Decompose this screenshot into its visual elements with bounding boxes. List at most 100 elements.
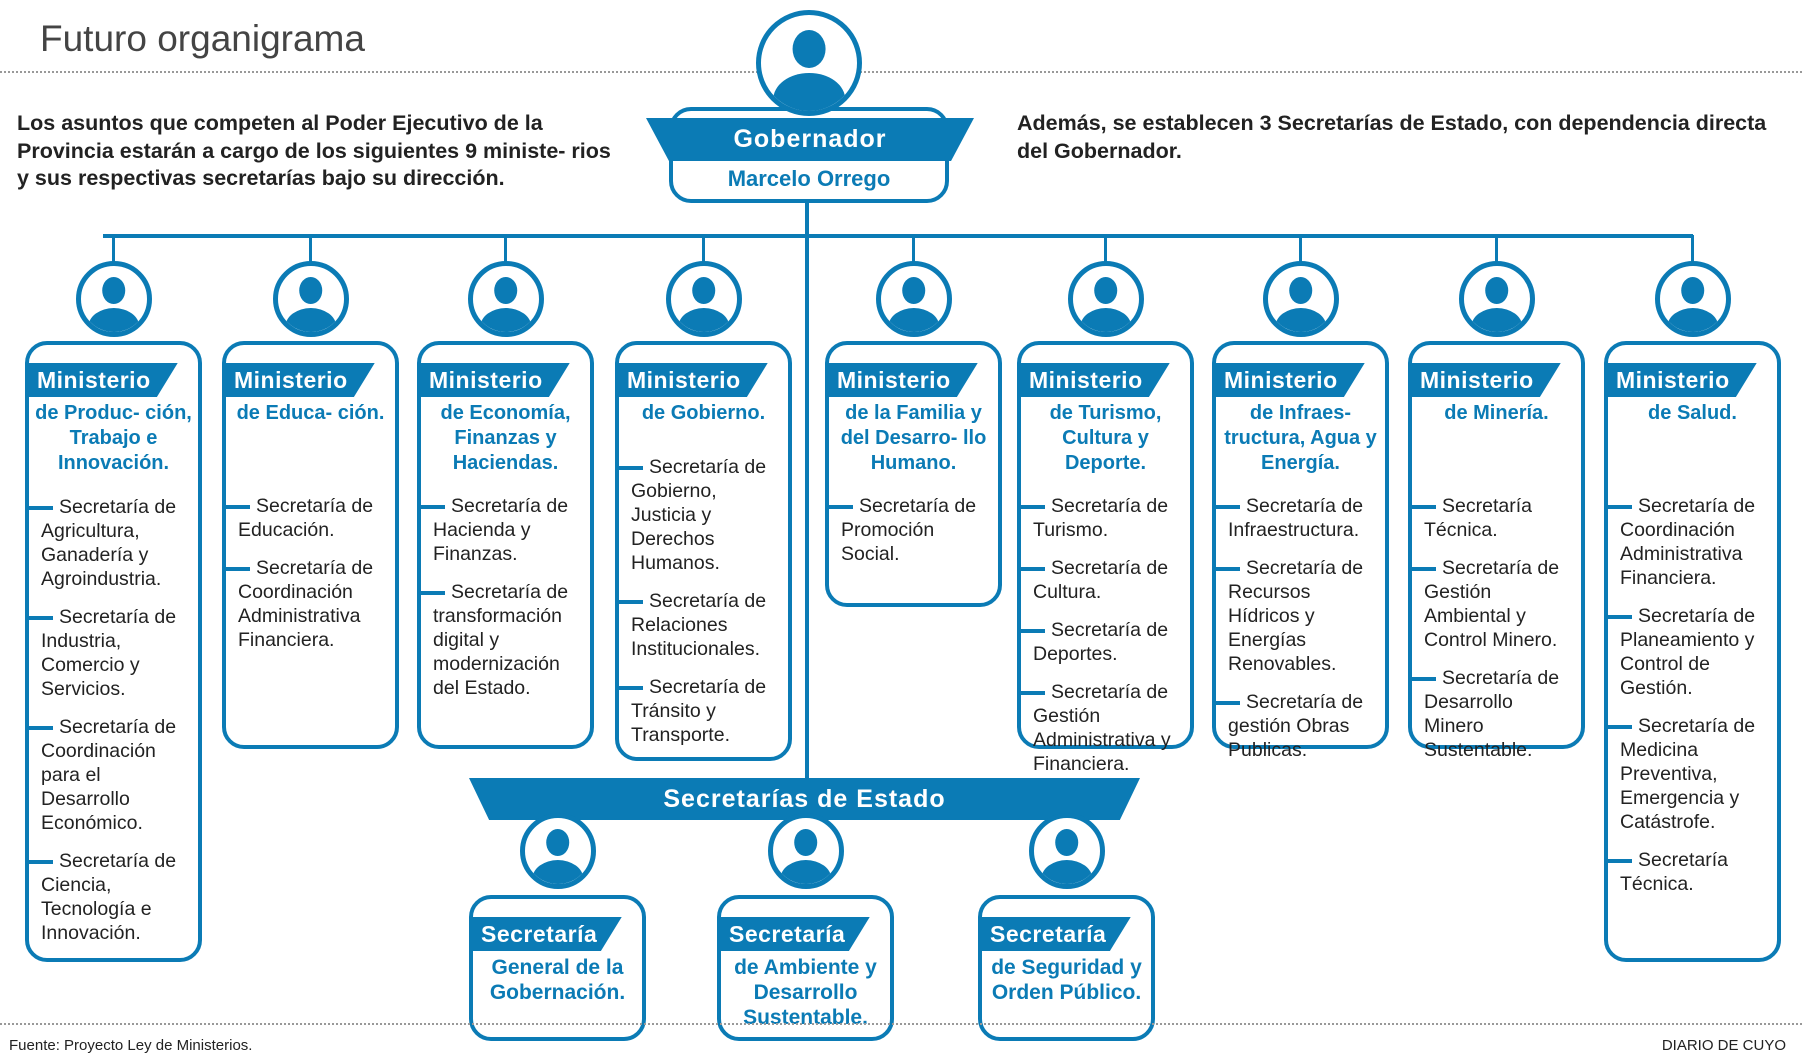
secretaria-estado-box: Secretaría de Ambiente y Desarrollo Sust… [717,895,894,1041]
secretaria-item: Secretaría de Educación. [226,494,391,542]
person-avatar-icon [272,261,349,337]
secretaria-item: Secretaría de Industria, Comercio y Serv… [29,605,194,701]
secretaria-item: Secretaría de Hacienda y Finanzas. [421,494,586,566]
secretaria-list: Secretaría de Gobierno, Justicia y Derec… [619,455,784,761]
secretaria-item: Secretaría de Coordinación Administrativ… [1608,494,1773,590]
secretaria-item: Secretaría de Infraestructura. [1216,494,1381,542]
secretaria-list: Secretaría de Educación. Secretaría de Co… [226,494,391,666]
secretaria-item: Secretaría de Relaciones Institucionales… [619,589,784,661]
ministry-connector [309,235,312,265]
top-divider [0,71,1802,73]
governor-label: Gobernador [646,118,974,161]
ministry-label: Ministerio [619,363,768,397]
ministry-title: de Turismo, Cultura y Deporte. [1049,402,1162,474]
secretaria-item: Secretaría Técnica. [1608,848,1773,896]
secretaria-estado-title: de Seguridad y Orden Público. [991,956,1142,1004]
ministry-connector [702,235,705,265]
ministry-connector [912,235,915,265]
person-avatar-icon [875,261,952,337]
person-avatar-icon [1458,261,1535,337]
secretaria-list: Secretaría de Agricultura, Ganadería y A… [29,495,194,959]
person-avatar-icon [756,10,862,116]
ministry-label: Ministerio [226,363,375,397]
trunk-connector [805,195,809,781]
secretaria-estado-title: General de la Gobernación. [489,956,626,1004]
ministry-connector [1691,235,1694,265]
secretaria-item: Secretaría de Deportes. [1021,618,1186,666]
ministry-title: de Minería. [1444,402,1549,424]
ministry-title: de Educa- ción. [236,402,385,424]
person-avatar-icon [1067,261,1144,337]
secretaria-estado-box: Secretaría de Seguridad y Orden Público. [978,895,1155,1041]
secretaria-estado-title: de Ambiente y Desarrollo Sustentable. [734,956,877,1029]
ministry-label: Ministerio [1608,363,1757,397]
secretaria-item: Secretaría de Recursos Hídricos y Energí… [1216,556,1381,676]
ministry-connector [1495,235,1498,265]
person-avatar-icon [767,813,844,889]
person-avatar-icon [75,261,152,337]
ministry-label: Ministerio [829,363,978,397]
ministry-title: de Salud. [1648,402,1737,424]
secretaria-item: Secretaría de Cultura. [1021,556,1186,604]
governor-name: Marcelo Orrego [727,166,891,191]
secretaria-item: Secretaría de Desarrollo Minero Sustenta… [1412,666,1577,762]
secretaria-item: Secretaría de Gobierno, Justicia y Derec… [619,455,784,575]
secretaria-item: Secretaría de Gestión Ambiental y Contro… [1412,556,1577,652]
ministry-title: de la Familia y del Desarro- llo Humano. [840,402,987,474]
ministry-label: Ministerio [1412,363,1561,397]
ministry-box: Ministerio de Minería. Secretaría Técnic… [1408,341,1585,761]
ministry-box: Ministerio de la Familia y del Desarro- … [825,341,1002,607]
secretaria-item: Secretaría de Coordinación Administrativ… [226,556,391,652]
ministry-title: de Gobierno. [641,402,766,424]
ministry-connector [504,235,507,265]
ministry-box: Ministerio de Gobierno. Secretaría de Go… [615,341,792,761]
ministry-connector [112,235,115,265]
ministry-label: Ministerio [421,363,570,397]
secretaria-item: Secretaría de Turismo. [1021,494,1186,542]
secretaria-estado-label: Secretaría [721,917,870,951]
ministry-connector [1104,235,1107,265]
person-avatar-icon [1654,261,1731,337]
person-avatar-icon [519,813,596,889]
brand-credit: DIARIO DE CUYO [1661,1037,1786,1054]
secretaria-list: Secretaría de Coordinación Administrativ… [1608,494,1773,910]
intro-right: Además, se establecen 3 Secretarías de E… [1017,111,1767,163]
secretaria-item: Secretaría de Medicina Preventiva, Emerg… [1608,714,1773,834]
ministry-title: de Infraes- tructura, Agua y Energía. [1224,402,1377,474]
ministry-box: Ministerio de Salud. Secretaría de Coord… [1604,341,1781,962]
secretaria-item: Secretaría de Planeamiento y Control de … [1608,604,1773,700]
secretaria-list: Secretaría de Promoción Social. [829,494,994,580]
secretaria-list: Secretaría de Hacienda y Finanzas.Secret… [421,494,586,714]
ministry-label: Ministerio [1021,363,1170,397]
ministry-box: Ministerio de Turismo, Cultura y Deporte… [1017,341,1194,775]
secretaria-item: Secretaría de Agricultura, Ganadería y A… [29,495,194,591]
source-note: Fuente: Proyecto Ley de Ministerios. [9,1037,253,1054]
ministries-connector [103,234,1693,238]
person-avatar-icon [665,261,742,337]
ministry-title: de Produc- ción, Trabajo e Innovación. [35,402,192,474]
intro-left: Los asuntos que competen al Poder Ejecut… [17,111,611,190]
secretaria-list: Secretaría Técnica. Secretaría de Gestión… [1412,494,1577,776]
ministry-box: Ministerio de Produc- ción, Trabajo e In… [25,341,202,962]
ministry-title: de Economía, Finanzas y Haciendas. [440,402,571,474]
ministry-label: Ministerio [1216,363,1365,397]
secretaria-item: Secretaría de Promoción Social. [829,494,994,566]
ministry-box: Ministerio de Economía, Finanzas y Hacie… [417,341,594,749]
secretaria-item: Secretaría de Coordinación para el Desar… [29,715,194,835]
ministry-box: Ministerio de Infraes- tructura, Agua y … [1212,341,1389,761]
ministry-connector [1299,235,1302,265]
person-avatar-icon [1028,813,1105,889]
bottom-divider [0,1023,1802,1025]
secretaria-estado-box: Secretaría General de la Gobernación. [469,895,646,1041]
secretaria-item: Secretaría Técnica. [1412,494,1577,542]
secretaria-estado-label: Secretaría [473,917,622,951]
ministry-label: Ministerio [29,363,178,397]
ministry-box: Ministerio de Educa- ción. Secretaría de… [222,341,399,749]
page-title: Futuro organigrama [40,18,365,59]
person-avatar-icon [467,261,544,337]
secretaria-item: Secretaría de Ciencia, Tecnología e Inno… [29,849,194,945]
person-avatar-icon [1262,261,1339,337]
secretaria-list: Secretaría de Infraestructura. Secretaría… [1216,494,1381,776]
secretaria-estado-label: Secretaría [982,917,1131,951]
secretaria-item: Secretaría de Tránsito y Transporte. [619,675,784,747]
